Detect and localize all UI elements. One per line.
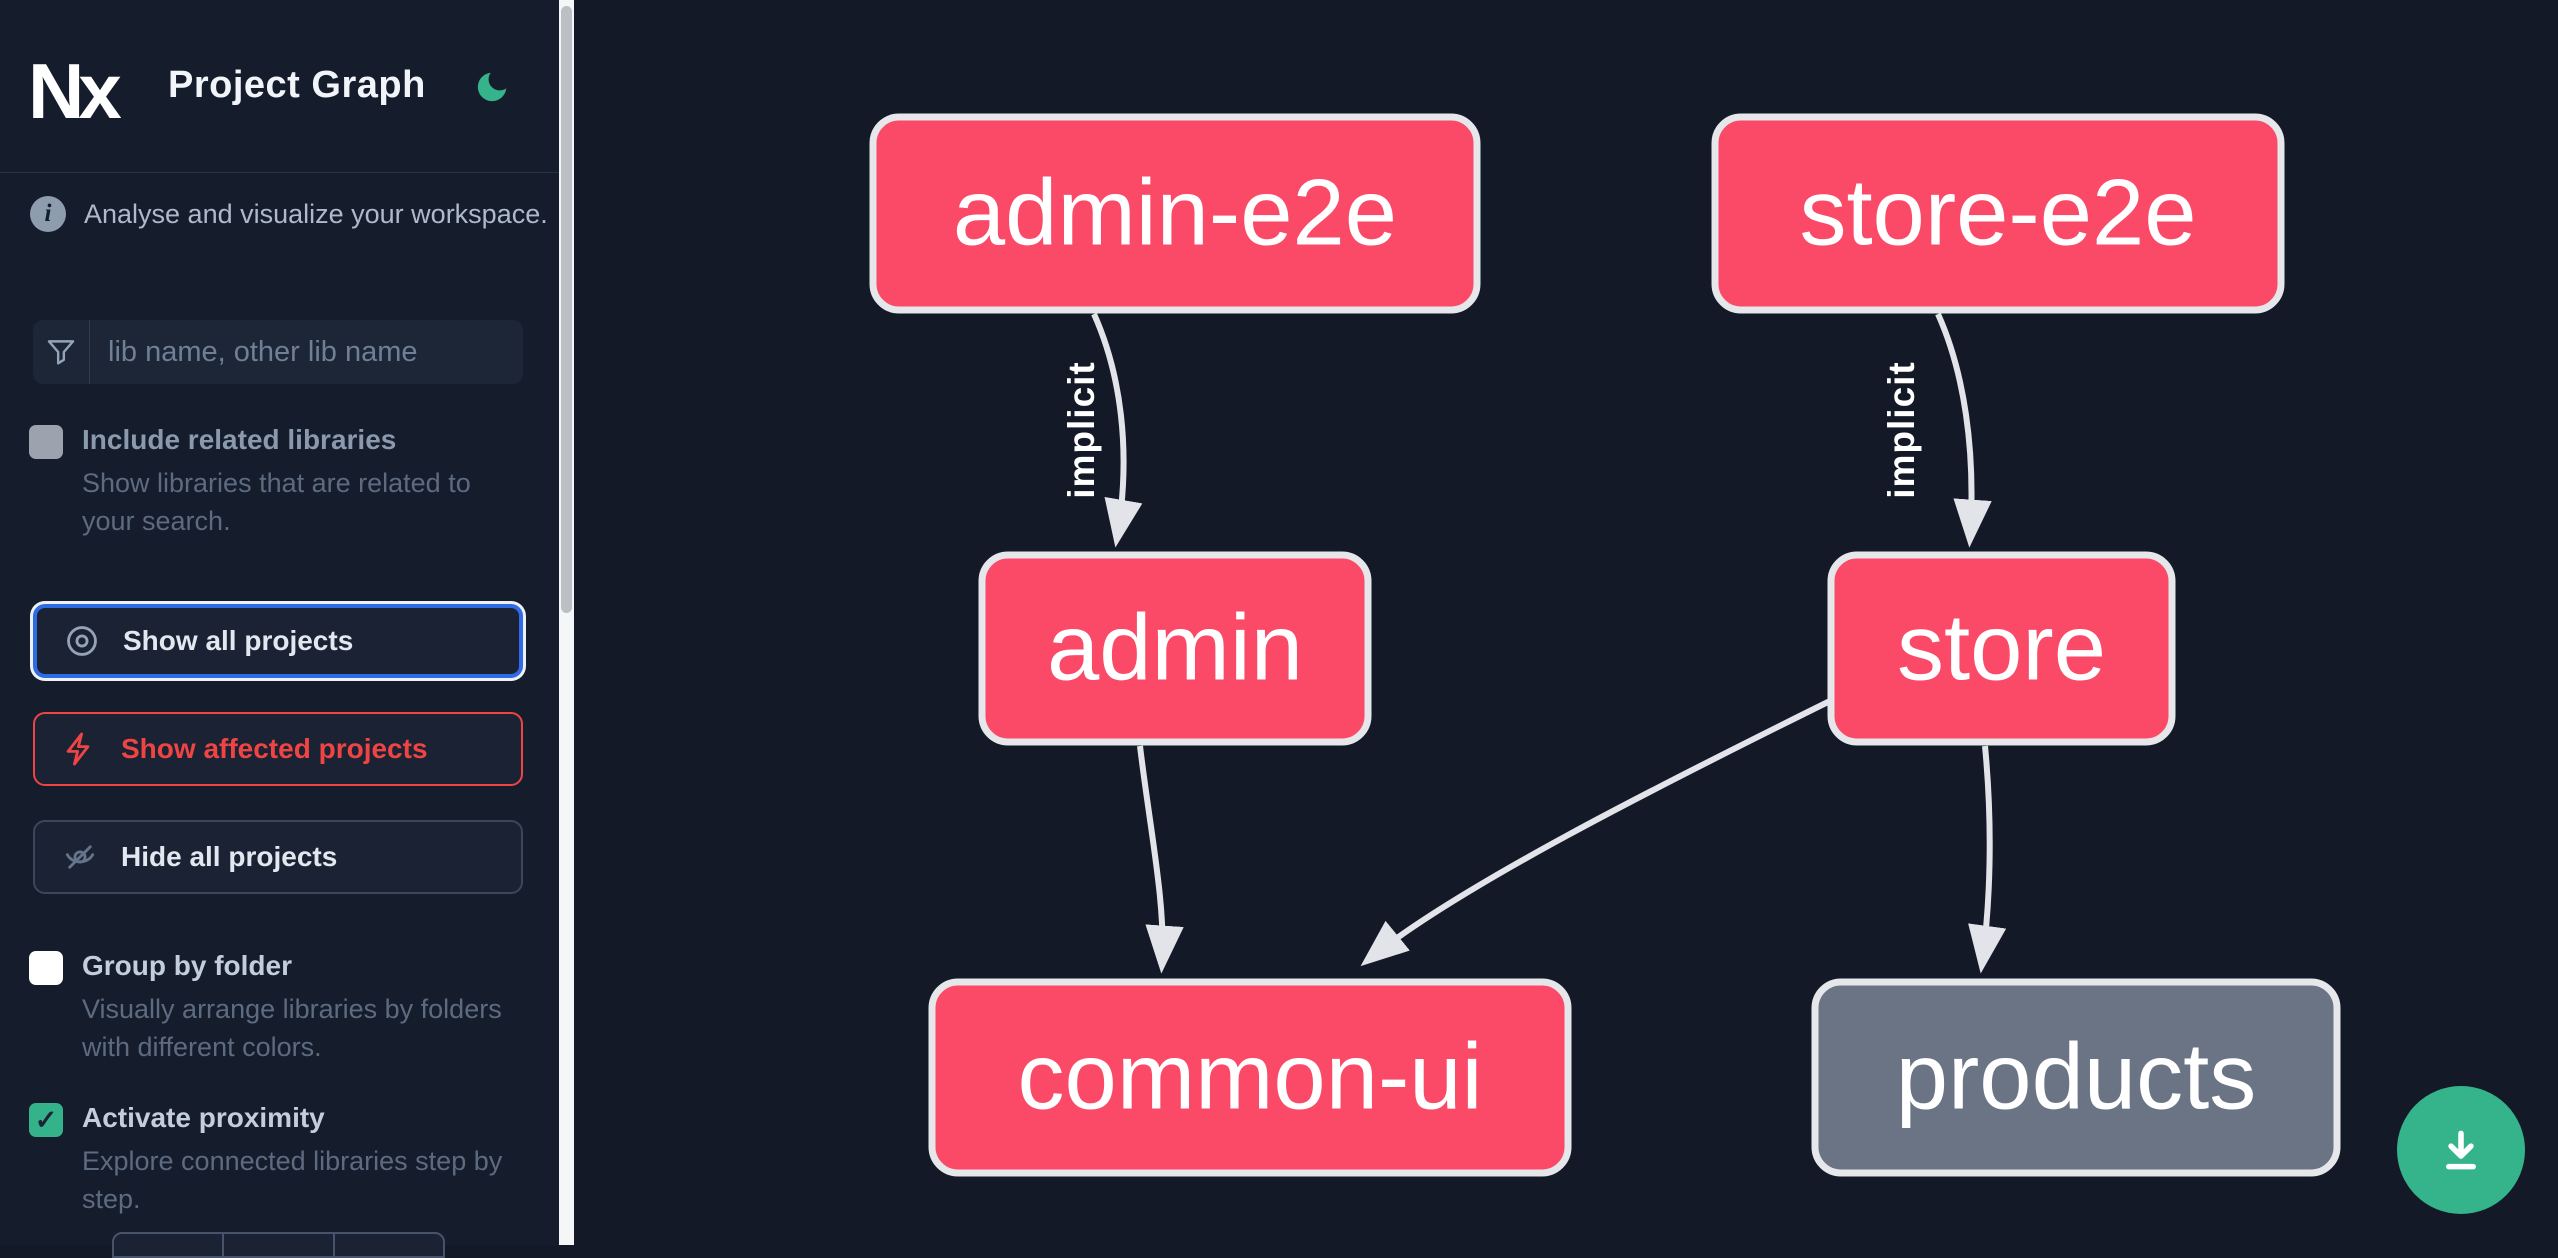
stepper-value [222,1234,332,1256]
filter-funnel-icon [33,320,90,384]
graph-edge-store-e2e-store [1935,312,1992,548]
edge-label-implicit: implicit [1881,361,1922,499]
graph-node-store[interactable]: store [1827,551,2176,746]
search-box [33,320,523,384]
toggle-group-by-folder[interactable]: Group by folder Visually arrange librari… [29,950,529,1066]
svg-text:store-e2e: store-e2e [1799,159,2196,264]
show-all-projects-button[interactable]: Show all projects [33,604,523,678]
svg-text:common-ui: common-ui [1018,1023,1483,1128]
checkbox-activate-proximity[interactable]: ✓ [29,1103,63,1137]
nx-logo: Nx [28,47,122,135]
graph-edge-store-common-ui [1360,697,1834,967]
download-icon [2446,1130,2476,1170]
svg-text:admin: admin [1047,594,1303,699]
stepper-increment[interactable] [332,1234,443,1256]
tagline-text: Analyse and visualize your workspace. [84,198,548,229]
download-graph-button[interactable] [2397,1086,2525,1214]
toggle-label: Activate proximity [82,1102,325,1133]
checkbox-include-related[interactable] [29,425,63,459]
button-label: Show all projects [123,625,354,656]
graph-node-products[interactable]: products [1811,978,2341,1177]
info-icon: i [30,196,66,232]
svg-text:admin-e2e: admin-e2e [953,159,1397,264]
sidebar: Nx Project Graph i Analyse and visualize… [0,0,559,1258]
toggle-description: Visually arrange libraries by folders wi… [82,994,502,1062]
stepper-decrement[interactable] [114,1234,222,1256]
tagline-row: i Analyse and visualize your workspace. [30,196,548,232]
toggle-description: Show libraries that are related to your … [82,468,471,536]
graph-node-store-e2e[interactable]: store-e2e [1711,113,2285,314]
toggle-description: Explore connected libraries step by step… [82,1146,503,1214]
toggle-include-related[interactable]: Include related libraries Show libraries… [29,424,529,540]
sidebar-scrollbar-thumb[interactable] [561,6,572,613]
graph-node-admin[interactable]: admin [978,551,1372,746]
proximity-depth-stepper[interactable] [112,1232,445,1258]
sidebar-scrollbar-track[interactable] [559,0,574,1245]
project-graph-svg[interactable]: admin-e2e store-e2e admin store common-ui pro… [574,0,2558,1245]
hide-all-projects-button[interactable]: Hide all projects [33,820,523,894]
show-affected-projects-button[interactable]: Show affected projects [33,712,523,786]
eye-icon [67,626,97,656]
bolt-icon [66,732,90,766]
edge-label-implicit: implicit [1061,361,1102,499]
theme-toggle-moon-icon[interactable] [473,68,511,106]
graph-node-common-ui[interactable]: common-ui [928,978,1572,1177]
svg-text:store: store [1897,594,2106,699]
sidebar-header: Nx Project Graph [0,0,559,173]
graph-edge-admin-e2e-admin [1091,312,1143,548]
button-label: Hide all projects [121,841,338,872]
graph-canvas[interactable]: admin-e2e store-e2e admin store common-ui pro… [574,0,2558,1245]
toggle-label: Include related libraries [82,424,397,455]
search-input[interactable] [90,320,523,384]
checkbox-group-by-folder[interactable] [29,951,63,985]
graph-edge-store-products [1968,745,2007,974]
toggle-activate-proximity[interactable]: ✓ Activate proximity Explore connected l… [29,1102,529,1218]
svg-text:products: products [1896,1023,2257,1128]
graph-node-admin-e2e[interactable]: admin-e2e [869,113,1481,314]
toggle-label: Group by folder [82,950,292,981]
app-title: Project Graph [168,64,426,106]
graph-edge-admin-common-ui [1137,745,1184,974]
button-label: Show affected projects [121,733,428,764]
eye-off-icon [65,845,95,869]
